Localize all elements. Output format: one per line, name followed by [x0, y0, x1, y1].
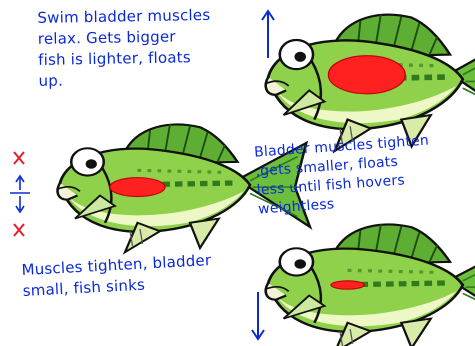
annotation-hover: Bladder muscles tighten ,gets smaller, f…	[254, 128, 475, 219]
arrow-up-icon	[262, 11, 274, 58]
arrow-down-icon	[252, 292, 264, 339]
crossed-up-arrow-icon	[14, 152, 24, 190]
swim-bladder-large	[328, 56, 405, 94]
swim-bladder-medium	[110, 178, 165, 197]
crossed-down-arrow-icon	[14, 196, 24, 236]
annotation-float-up: Swim bladder muscles relax. Gets bigger …	[37, 4, 258, 92]
swim-bladder-small	[331, 281, 364, 289]
fish-sinking	[266, 224, 475, 346]
